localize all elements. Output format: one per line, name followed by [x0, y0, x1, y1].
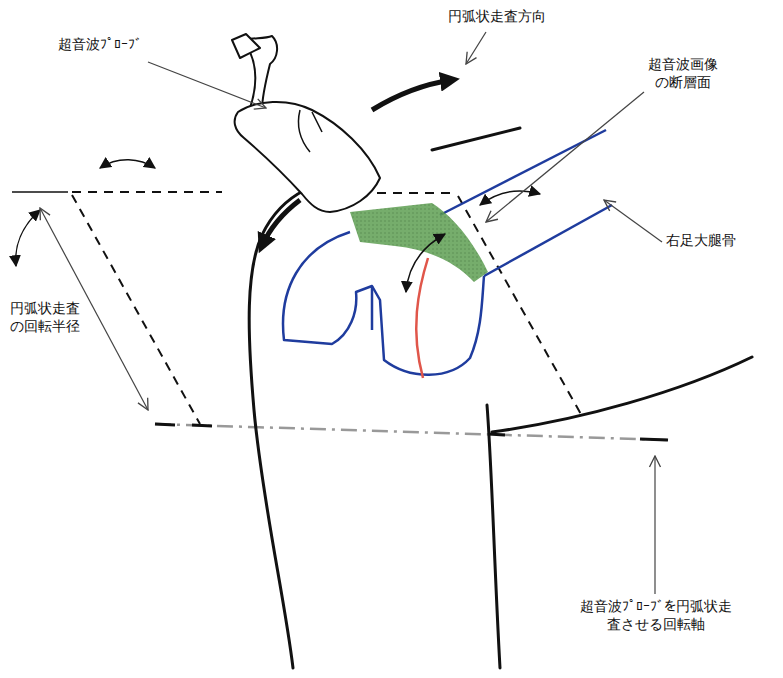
femur-label: 右足大腿骨	[666, 232, 776, 250]
scan-direction-label: 円弧状走査方向	[448, 8, 588, 26]
axis-label: 超音波ﾌﾟﾛｰﾌﾞを円弧状走査させる回転軸	[578, 598, 735, 633]
section-line	[416, 258, 428, 378]
plane-label: 超音波画像の断層面	[646, 56, 720, 91]
radius-label: 円弧状走査の回転半径	[8, 300, 82, 335]
construction-lines	[12, 192, 582, 424]
rotation-axis	[155, 424, 668, 440]
ultrasound-probe	[232, 34, 380, 212]
probe-label: 超音波ﾌﾟﾛｰﾌﾞ	[58, 36, 168, 54]
rotation-arrows	[16, 160, 540, 292]
tomographic-plane	[350, 203, 488, 282]
leader-lines	[40, 32, 662, 594]
scan-arrows	[262, 80, 452, 246]
